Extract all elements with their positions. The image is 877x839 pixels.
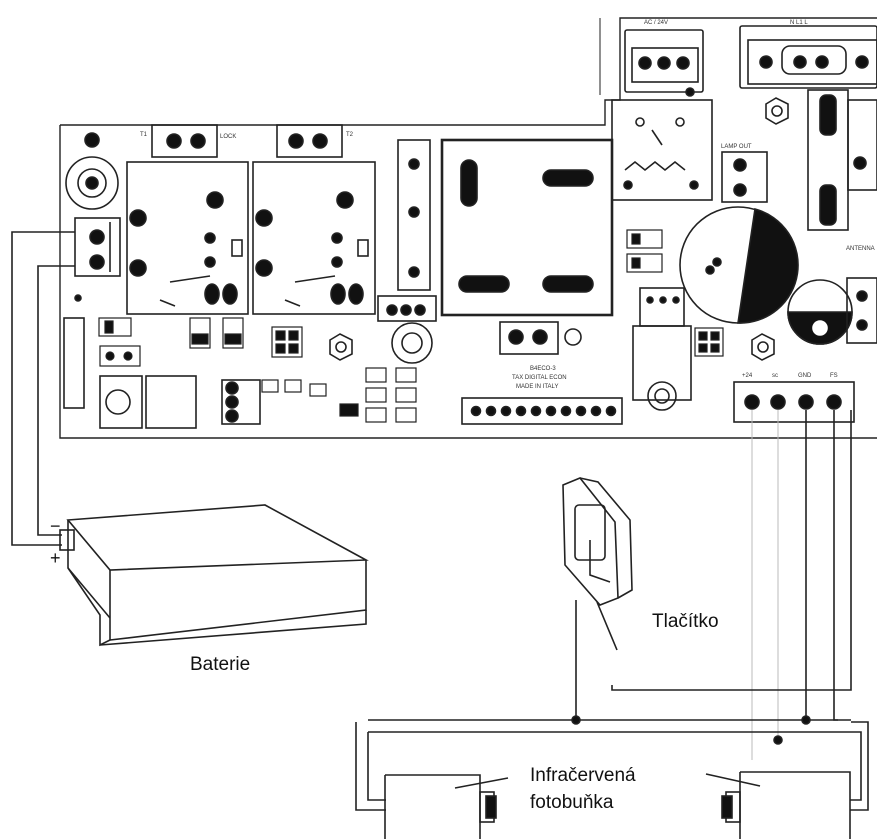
lamp-out-label: LAMP OUT xyxy=(721,144,752,150)
terminal-label-3: GND xyxy=(798,373,812,379)
button-label: Tlačítko xyxy=(652,611,719,632)
output-terminal xyxy=(733,381,855,423)
led-area xyxy=(377,295,437,364)
relay-label: LOCK xyxy=(220,134,236,140)
terminal-2pin-right xyxy=(276,124,343,158)
relay-1 xyxy=(126,161,249,315)
battery-wires xyxy=(11,231,75,546)
photocell-label-line1: Infračervená xyxy=(530,765,636,786)
photocell-receiver xyxy=(705,771,851,839)
push-button xyxy=(562,477,633,720)
photocell-label-line2: fotobuňka xyxy=(530,792,614,813)
terminal-label-4: FS xyxy=(830,373,838,379)
mounting-nut-mid xyxy=(329,333,353,361)
terminal-label-2: sc xyxy=(772,373,778,379)
connector-strip xyxy=(461,397,623,425)
photocell-loop xyxy=(355,715,869,811)
board-marking-3: MADE IN ITALY xyxy=(516,384,558,390)
transformer xyxy=(440,138,614,317)
terminal-ref-2: T2 xyxy=(346,132,354,138)
terminal-ac-label: AC / 24V xyxy=(644,20,668,26)
battery-connector xyxy=(74,217,121,277)
fuse-holder xyxy=(65,132,119,210)
terminal-block-ac xyxy=(624,29,704,93)
relay-2 xyxy=(252,161,376,315)
terminal-block-mains xyxy=(739,25,877,89)
battery-label: Baterie xyxy=(190,654,250,675)
antenna-label: ANTENNA xyxy=(846,246,875,252)
right-vertical-terminal xyxy=(807,89,877,231)
capacitor-large xyxy=(679,206,799,324)
board-marking-1: B4ECO-3 xyxy=(530,366,556,372)
vertical-connector xyxy=(397,139,431,291)
terminal-2pin-left xyxy=(151,124,218,158)
photocell-transmitter xyxy=(384,774,509,839)
board-marking-2: TAX DIGITAL ECON xyxy=(512,375,567,381)
potentiometer xyxy=(611,87,713,201)
terminal-label-1: +24 xyxy=(742,373,753,379)
antenna-terminal xyxy=(846,277,877,344)
battery-minus-sign: − xyxy=(50,516,61,536)
mounting-nut-top xyxy=(765,97,789,125)
smd-components xyxy=(98,229,724,367)
battery-plus-sign: + xyxy=(50,548,61,568)
resistor-array xyxy=(261,367,417,423)
capacitor-small xyxy=(787,279,853,345)
terminal-ref-1: T1 xyxy=(140,132,148,138)
terminal-mains-label: N L1 L xyxy=(790,20,808,26)
terminal-2pin-center xyxy=(499,321,582,355)
mounting-nut-right xyxy=(751,333,775,361)
board-markings: AC / 24V N L1 L LAMP OUT ANTENNA +24 sc … xyxy=(50,20,875,568)
lamp-out-terminal xyxy=(721,151,768,203)
bottom-left-components xyxy=(63,317,261,429)
regulator xyxy=(632,287,692,411)
output-wires xyxy=(368,410,852,760)
battery xyxy=(59,504,369,647)
